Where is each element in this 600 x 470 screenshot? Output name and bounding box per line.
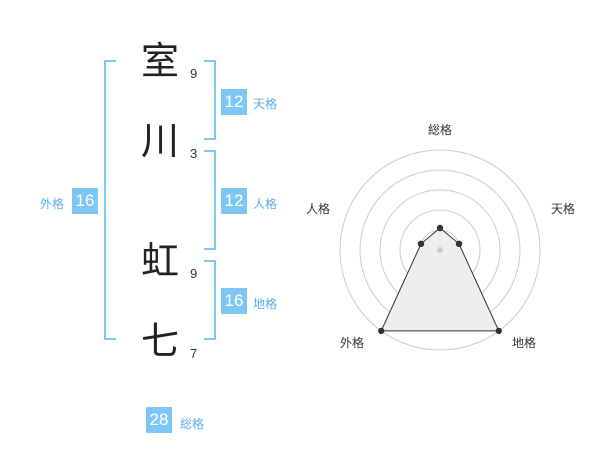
radar-center-dot xyxy=(437,247,443,253)
radar-points xyxy=(378,224,502,335)
name-char-4: 七 xyxy=(140,319,179,363)
name-char-1: 室 xyxy=(140,39,179,83)
gaikaku-bracket xyxy=(104,60,116,340)
radar-point-2 xyxy=(455,240,463,247)
radar-label-gaikaku: 外格 xyxy=(340,335,364,350)
radar-point-3 xyxy=(495,327,502,335)
radar-point-1 xyxy=(436,224,444,232)
stroke-count-1: 9 xyxy=(190,66,198,81)
radar-label-tenkaku: 天格 xyxy=(551,201,575,216)
tenkaku-label: 天格 xyxy=(253,97,278,111)
radar-polygon xyxy=(380,227,500,332)
tenkaku-bracket xyxy=(204,60,216,140)
radar-point-5 xyxy=(417,240,425,247)
chikaku-label: 地格 xyxy=(253,297,278,311)
gaikaku-value-badge: 16 xyxy=(72,188,98,214)
soukaku-value-badge: 28 xyxy=(146,407,172,433)
chikaku-value-badge: 16 xyxy=(221,288,247,314)
name-char-2: 川 xyxy=(140,119,179,163)
soukaku-label: 総格 xyxy=(180,417,205,431)
jinkaku-label: 人格 xyxy=(253,197,278,211)
radar-point-4 xyxy=(378,327,385,335)
jinkaku-bracket xyxy=(204,150,216,250)
name-char-3: 虹 xyxy=(140,239,179,283)
stroke-count-3: 9 xyxy=(190,266,198,281)
chikaku-bracket xyxy=(204,260,216,340)
gaikaku-label: 外格 xyxy=(40,197,65,211)
radar-label-jinkaku: 人格 xyxy=(306,201,330,216)
radar-ring-5 xyxy=(339,149,541,351)
stroke-count-4: 7 xyxy=(190,346,198,361)
tenkaku-value-badge: 12 xyxy=(221,89,247,115)
stroke-count-2: 3 xyxy=(190,146,198,161)
radar-label-soukaku: 総格 xyxy=(428,122,452,137)
jinkaku-value-badge: 12 xyxy=(221,188,247,214)
radar-label-chikaku: 地格 xyxy=(512,335,536,350)
